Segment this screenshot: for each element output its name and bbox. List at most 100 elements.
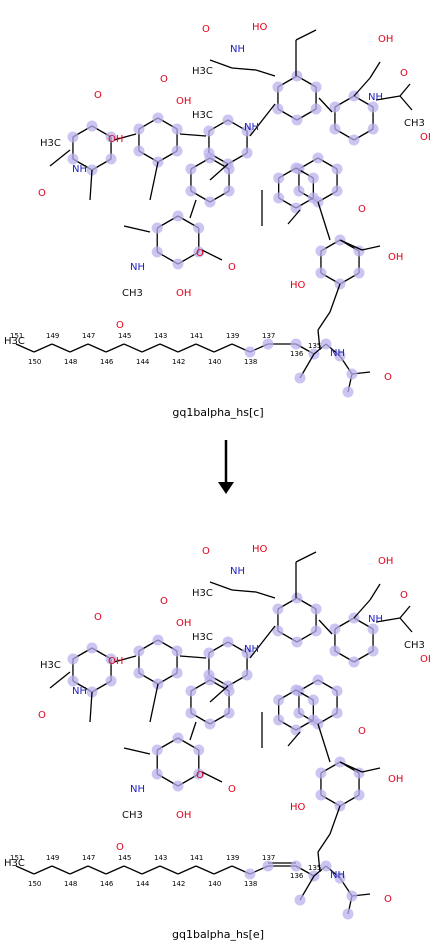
atom-highlight — [367, 101, 379, 113]
bond — [329, 283, 341, 313]
atom-highlight — [203, 647, 215, 659]
atom-highlight — [334, 872, 346, 884]
atom-highlight — [151, 222, 163, 234]
oxygen-label: O — [196, 248, 204, 259]
atom-highlight — [353, 267, 365, 279]
atom-highlight — [67, 131, 79, 143]
bond — [353, 599, 371, 619]
atom-highlight — [67, 675, 79, 687]
atom-highlight — [185, 685, 197, 697]
oxygen-label: O — [400, 68, 408, 79]
bond — [255, 591, 276, 599]
bond — [369, 583, 381, 601]
atom-highlight — [293, 185, 305, 197]
chain-bond — [159, 865, 179, 875]
bond — [339, 761, 363, 773]
atom-highlight — [307, 694, 319, 706]
atom-highlight — [329, 101, 341, 113]
atom-highlight — [312, 674, 324, 686]
atom-highlight — [193, 222, 205, 234]
atom-number: 135 — [308, 342, 321, 350]
atom-highlight — [272, 81, 284, 93]
atom-highlight — [272, 625, 284, 637]
hydroxyl-label: OH — [378, 556, 393, 567]
chain-bond — [213, 343, 233, 353]
atom-highlight — [185, 185, 197, 197]
bond — [375, 95, 401, 101]
chain-bond — [123, 865, 143, 875]
atom-highlight — [171, 667, 183, 679]
bond — [317, 833, 331, 853]
atom-number: 137 — [262, 332, 275, 340]
bond — [361, 245, 381, 251]
atom-highlight — [291, 636, 303, 648]
panel-caption-c: gq1balpha_hs[c] — [172, 406, 263, 419]
oxygen-label: O — [116, 320, 124, 331]
atom-number: 147 — [82, 854, 95, 862]
hydroxyl-label: OH — [420, 654, 430, 665]
atom-highlight — [331, 707, 343, 719]
bond — [399, 617, 413, 633]
amine-label: NH — [330, 348, 345, 359]
atom-highlight — [152, 634, 164, 646]
atom-highlight — [185, 163, 197, 175]
atom-highlight — [315, 245, 327, 257]
atom-highlight — [290, 338, 302, 350]
atom-highlight — [133, 123, 145, 135]
atom-highlight — [329, 623, 341, 635]
methyl-label: CH3 — [404, 118, 425, 129]
bond — [209, 59, 233, 69]
atom-number: 145 — [118, 332, 131, 340]
amine-label: NH — [368, 92, 383, 103]
atom-highlight — [334, 350, 346, 362]
atom-number: 136 — [290, 350, 304, 358]
hydroxyl-label: OH — [176, 810, 191, 821]
atom-highlight — [273, 694, 285, 706]
bond — [353, 77, 371, 97]
methyl-label: H3C — [4, 858, 25, 869]
atom-highlight — [307, 172, 319, 184]
methyl-label: H3C — [192, 632, 213, 643]
bond — [209, 685, 229, 703]
methyl-label: H3C — [40, 660, 61, 671]
oxygen-label: O — [228, 784, 236, 795]
oxygen-label: O — [160, 596, 168, 607]
bond — [399, 95, 413, 111]
atom-highlight — [291, 114, 303, 126]
atom-highlight — [172, 210, 184, 222]
oxygen-label: O — [94, 90, 102, 101]
amine-label: NH — [130, 784, 145, 795]
atom-highlight — [342, 908, 354, 920]
chain-bond — [69, 865, 89, 875]
oxygen-label: O — [116, 842, 124, 853]
chain-bond — [15, 865, 35, 875]
amine-label: NH — [244, 122, 259, 133]
atom-highlight — [291, 592, 303, 604]
atom-number: 146 — [100, 880, 114, 888]
atom-highlight — [185, 707, 197, 719]
atom-number: 150 — [28, 880, 41, 888]
hydroxyl-label: OH — [388, 252, 403, 263]
chain-bond — [87, 865, 107, 875]
atom-highlight — [67, 153, 79, 165]
oxygen-label: O — [94, 612, 102, 623]
bond — [201, 771, 223, 783]
bond — [318, 97, 333, 113]
chain-bond — [105, 343, 125, 353]
oxygen-label: O — [196, 770, 204, 781]
chain-bond — [87, 343, 107, 353]
atom-highlight — [346, 890, 358, 902]
bond — [179, 133, 207, 137]
chain-bond — [123, 343, 143, 353]
atom-number: 139 — [226, 854, 239, 862]
atom-highlight — [244, 868, 256, 880]
amine-label: NH — [368, 614, 383, 625]
atom-highlight — [222, 114, 234, 126]
bond — [49, 671, 71, 689]
bond — [89, 691, 93, 723]
atom-highlight — [290, 684, 302, 696]
atom-highlight — [320, 860, 332, 872]
bond — [295, 29, 317, 41]
atom-highlight — [172, 732, 184, 744]
